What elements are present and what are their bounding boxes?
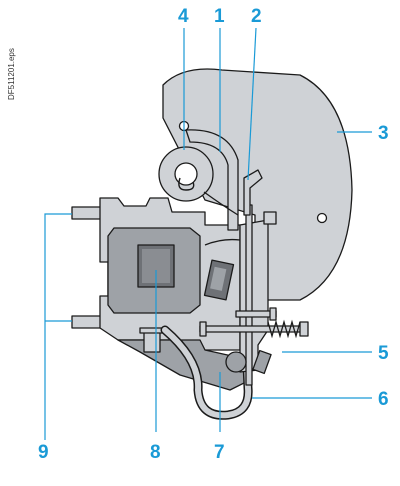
adjustment-spring (267, 319, 301, 339)
right-plate (239, 219, 269, 373)
callout-7: 7 (214, 442, 225, 463)
upper-adjust-screw-head (269, 307, 277, 321)
bimetal-block-inner (210, 266, 227, 291)
plate-screw (263, 211, 277, 225)
lower-cam (225, 351, 247, 373)
bracket-screw-head (139, 327, 165, 334)
drum-link (203, 191, 239, 216)
latch-arm (243, 169, 263, 216)
lower-cam-block (252, 349, 272, 375)
link-lower (204, 238, 241, 246)
spring-end-cap (299, 321, 309, 337)
leader-9 (44, 213, 72, 440)
cover-hole-right (316, 212, 328, 224)
upper-terminal-stud (71, 206, 103, 220)
rear-cover (162, 68, 353, 301)
leader-2 (247, 27, 257, 181)
drum-hook (178, 177, 195, 191)
callout-9: 9 (38, 442, 49, 463)
lower-terminal-stud (71, 315, 103, 329)
loop-contact-inner (162, 327, 252, 419)
vertical-rod (245, 204, 253, 386)
contact-arm (185, 129, 239, 231)
file-code-label: DF511201.eps (7, 48, 16, 100)
spring-drum-inner (174, 162, 198, 186)
callout-1: 1 (214, 6, 225, 27)
callout-3: 3 (378, 123, 389, 144)
callout-2: 2 (251, 6, 262, 27)
callout-4: 4 (178, 6, 189, 27)
callout-5: 5 (378, 343, 389, 364)
callout-8: 8 (150, 442, 161, 463)
spring-stop (199, 321, 207, 337)
callout-6: 6 (378, 389, 389, 410)
